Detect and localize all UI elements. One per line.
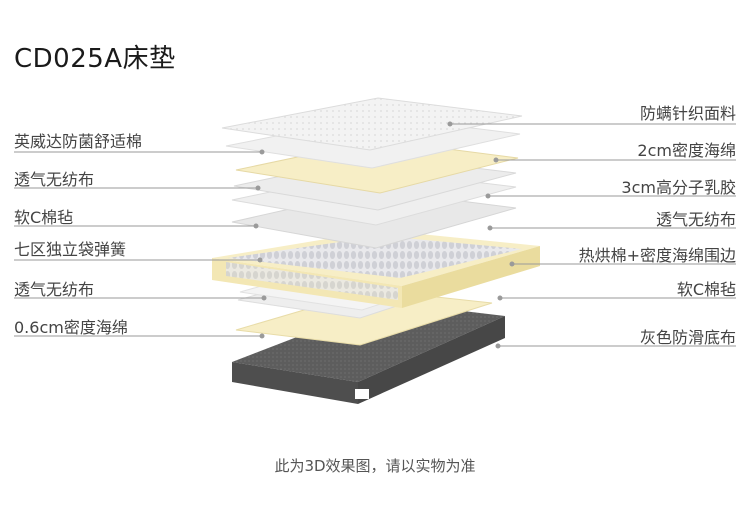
label-foam-06: 0.6cm密度海绵	[14, 318, 128, 337]
label-latex: 3cm高分子乳胶	[621, 178, 736, 197]
label-felt-upper: 软C棉毡	[14, 208, 74, 227]
label-comfort-cotton: 英威达防菌舒适棉	[14, 132, 143, 151]
label-knit-top: 防螨针织面料	[639, 104, 736, 123]
layer-knit-top	[221, 97, 523, 151]
disclaimer-caption: 此为3D效果图，请以实物为准	[274, 457, 476, 475]
label-base-fabric: 灰色防滑底布	[639, 328, 736, 347]
layer-spring-unit	[212, 230, 540, 308]
page-title: CD025A床垫	[14, 44, 176, 74]
label-edge-support: 热烘棉+密度海绵围边	[578, 246, 736, 265]
label-spring-unit: 七区独立袋弹簧	[14, 240, 127, 259]
label-nonwoven-upper: 透气无纺布	[14, 170, 95, 189]
label-felt-lower: 软C棉毡	[676, 280, 736, 299]
label-nonwoven-lower: 透气无纺布	[14, 280, 95, 299]
label-foam-2cm: 2cm密度海绵	[637, 141, 736, 160]
label-nonwoven-right: 透气无纺布	[655, 210, 736, 229]
leader-lines	[14, 121, 736, 349]
